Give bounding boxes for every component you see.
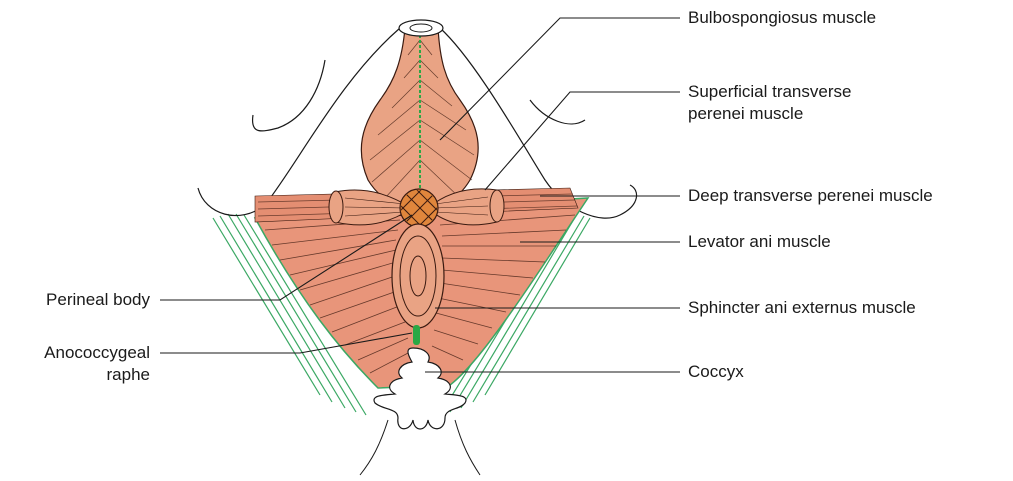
label-levator-ani: Levator ani muscle <box>688 231 831 253</box>
label-bulbospongiosus: Bulbospongiosus muscle <box>688 7 876 29</box>
anococcygeal-raphe <box>413 325 420 345</box>
label-anococcygeal-line1: Anococcygeal <box>0 342 150 364</box>
label-anococcygeal-raphe: Anococcygeal raphe <box>0 342 150 386</box>
label-coccyx: Coccyx <box>688 361 744 383</box>
label-superficial-line2: perenei muscle <box>688 103 851 125</box>
sphincter-ani <box>392 224 444 328</box>
label-superficial-transverse: Superficial transverse perenei muscle <box>688 81 851 125</box>
leader-superficial <box>485 92 680 190</box>
label-superficial-line1: Superficial transverse <box>688 81 851 103</box>
label-sphincter: Sphincter ani externus muscle <box>688 297 916 319</box>
label-perineal-body: Perineal body <box>0 289 150 311</box>
label-anococcygeal-line2: raphe <box>0 364 150 386</box>
label-deep-transverse: Deep transverse perenei muscle <box>688 185 933 207</box>
